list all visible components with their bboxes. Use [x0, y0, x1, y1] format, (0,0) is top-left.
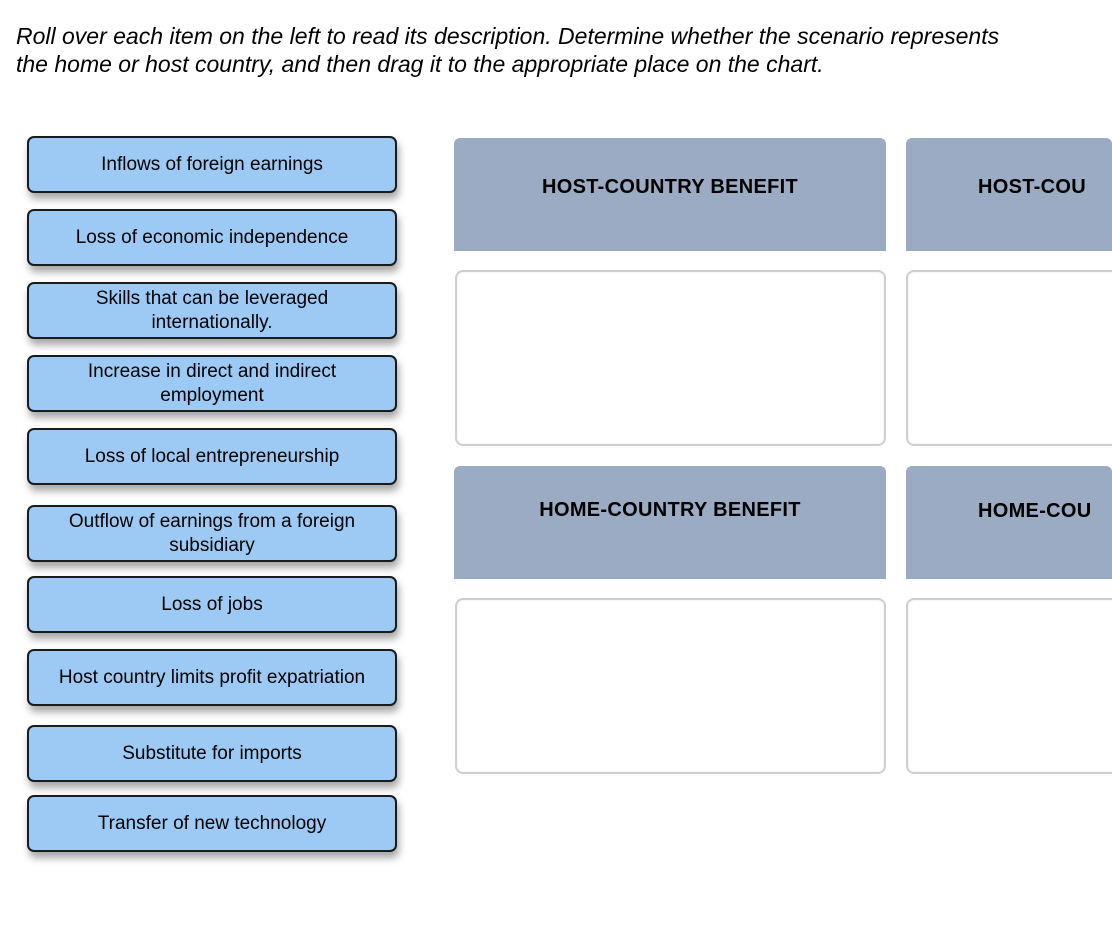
host-country-benefit-label: HOST-COUNTRY BENEFIT [541, 176, 798, 198]
home-country-cost-label: HOME-COU [978, 500, 1092, 522]
drag-item-increase-in-employment[interactable]: Increase in direct and indirect employme… [27, 355, 397, 412]
instructions-line-1: Roll over each item on the left to read … [16, 23, 1000, 49]
drag-item-loss-of-jobs[interactable]: Loss of jobs [27, 576, 397, 633]
home-country-benefit-label: HOME-COUNTRY BENEFIT [539, 499, 801, 521]
drag-item-skills-leveraged-internationally[interactable]: Skills that can be leveraged internation… [27, 282, 397, 339]
home-country-cost-drop-zone[interactable] [906, 598, 1112, 774]
host-country-cost-label: HOST-COU [978, 176, 1086, 198]
drag-item-loss-of-economic-independence[interactable]: Loss of economic independence [27, 209, 397, 266]
host-country-cost-drop-zone[interactable] [906, 270, 1112, 446]
host-country-cost-header: HOST-COU [906, 138, 1112, 251]
drag-item-transfer-of-new-technology[interactable]: Transfer of new technology [27, 795, 397, 852]
host-country-benefit-header: HOST-COUNTRY BENEFIT [454, 138, 886, 251]
drag-item-outflow-of-earnings[interactable]: Outflow of earnings from a foreign subsi… [27, 505, 397, 562]
home-country-cost-header: HOME-COU [906, 466, 1112, 579]
instructions-line-2: the home or host country, and then drag … [16, 51, 824, 77]
drag-item-inflows-of-foreign-earnings[interactable]: Inflows of foreign earnings [27, 136, 397, 193]
home-country-benefit-drop-zone[interactable] [455, 598, 886, 774]
drag-item-loss-of-local-entrepreneurship[interactable]: Loss of local entrepreneurship [27, 428, 397, 485]
instructions-text: Roll over each item on the left to read … [16, 22, 1112, 78]
host-country-benefit-drop-zone[interactable] [455, 270, 886, 446]
drag-item-host-limits-profit-expatriation[interactable]: Host country limits profit expatriation [27, 649, 397, 706]
home-country-benefit-header: HOME-COUNTRY BENEFIT [454, 466, 886, 579]
drag-item-substitute-for-imports[interactable]: Substitute for imports [27, 725, 397, 782]
